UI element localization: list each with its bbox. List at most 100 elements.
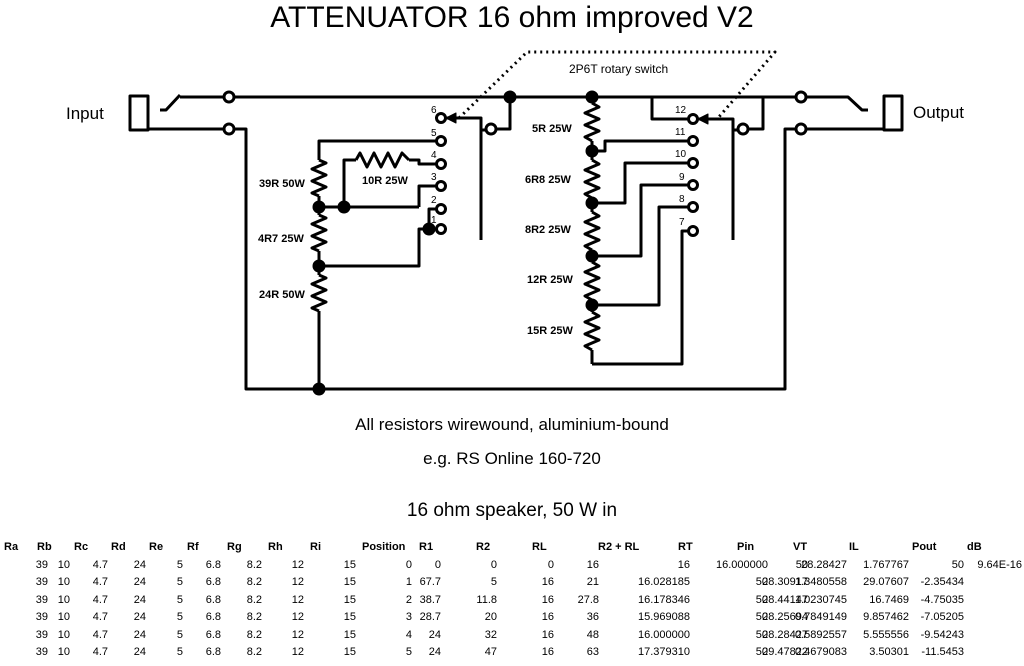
table-cell: 12 xyxy=(291,628,304,641)
table-header-cell: Ra xyxy=(4,541,19,553)
right-resistor-ladder xyxy=(583,90,688,366)
table-cell: 28.44147 xyxy=(762,593,808,606)
table-cell: 16 xyxy=(541,576,554,588)
resistor-label: 15R 25W xyxy=(527,325,573,337)
table-cell: 15 xyxy=(343,593,356,606)
left-resistor-network xyxy=(310,139,436,389)
table-cell: 39 xyxy=(35,558,48,571)
table-cell: 50 xyxy=(755,593,768,606)
table-cell: 6.8 xyxy=(205,646,221,658)
table-header-cell: Rg xyxy=(227,541,242,553)
table-cell: 11.8 xyxy=(476,593,497,606)
output-label: Output xyxy=(913,103,964,122)
table-header-cell: RT xyxy=(678,541,693,553)
table-cell: 12 xyxy=(291,611,304,623)
table-header-cell: Pin xyxy=(737,541,755,553)
table-cell: 48 xyxy=(586,628,599,641)
table-cell: 67.7 xyxy=(419,576,441,588)
table-cell: 15 xyxy=(343,576,356,588)
resistor-label: 6R8 25W xyxy=(525,174,571,186)
table-cell: 5 xyxy=(176,576,183,588)
table-cell: 16.000000 xyxy=(716,558,768,571)
table-header-cell: Rb xyxy=(37,541,52,553)
output-jack xyxy=(882,94,904,132)
table-cell: -2.35434 xyxy=(920,576,964,588)
table-cell: 63 xyxy=(586,646,599,658)
resistor-label: 10R 25W xyxy=(362,175,408,187)
table-cell: 10 xyxy=(57,576,70,588)
table-cell: 0.7849149 xyxy=(795,611,847,623)
resistor-label: 39R 50W xyxy=(259,178,305,190)
table-cell: 6.8 xyxy=(205,593,221,606)
table-cell: 16.7469 xyxy=(869,593,909,606)
table-header-cell: IL xyxy=(849,541,859,553)
table-cell: 29.47822 xyxy=(762,646,808,658)
input-jack-tip xyxy=(160,93,182,112)
table-cell: 24 xyxy=(428,628,441,641)
table-cell: 28.30917 xyxy=(762,576,808,588)
table-cell: 4.7 xyxy=(92,593,108,606)
table-cell: 24 xyxy=(133,576,146,588)
attenuator-schematic: Input Output 2P6T rotary switch 6 5 4 3 … xyxy=(66,50,964,396)
ground-return xyxy=(234,127,796,391)
table-cell: 8.2 xyxy=(246,558,262,571)
table-cell: -7.05205 xyxy=(920,611,964,623)
table-cell: 28.7 xyxy=(419,611,441,623)
resistor-label: 5R 25W xyxy=(532,123,572,135)
table-cell: 16 xyxy=(541,611,554,623)
left-position-label: 5 xyxy=(431,128,437,139)
table-header-cell: Re xyxy=(149,541,164,553)
table-cell: 15 xyxy=(343,558,356,571)
table-cell: 10 xyxy=(57,628,70,641)
table-cell: 17.379310 xyxy=(638,646,690,658)
right-position-label: 7 xyxy=(679,217,685,228)
table-cell: 27.8 xyxy=(577,593,599,606)
table-cell: 5.555556 xyxy=(863,628,909,641)
table-cell: 4 xyxy=(405,628,412,641)
table-cell: 24 xyxy=(133,558,146,571)
right-position-label: 10 xyxy=(675,149,687,160)
table-cell: 24 xyxy=(133,628,146,641)
note-construction: All resistors wirewound, aluminium-bound xyxy=(355,415,669,434)
table-header-cell: R1 xyxy=(419,541,434,553)
table-cell: 6.8 xyxy=(205,611,221,623)
table-cell: 10 xyxy=(57,593,70,606)
table-cell: 50 xyxy=(755,611,768,623)
right-position-label: 9 xyxy=(679,172,685,183)
table-cell: 5 xyxy=(176,593,183,606)
table-cell: 16 xyxy=(541,646,554,658)
table-header-cell: Ri xyxy=(310,541,321,553)
left-position-label: 2 xyxy=(431,195,437,206)
table-header-cell: RL xyxy=(532,541,547,553)
table-cell: 39 xyxy=(35,593,48,606)
table-cell: 9.857462 xyxy=(863,611,909,623)
switch-label: 2P6T rotary switch xyxy=(569,62,668,76)
left-position-label: 6 xyxy=(431,105,437,116)
table-cell: 8.2 xyxy=(246,646,262,658)
table-cell: 2 xyxy=(405,593,412,606)
table-cell: 9.64E-16 xyxy=(977,558,1022,571)
table-cell: 24 xyxy=(133,611,146,623)
left-position-label: 1 xyxy=(431,215,437,226)
input-label: Input xyxy=(66,104,104,123)
table-header-cell: R2 + RL xyxy=(598,541,640,553)
table-cell: 0 xyxy=(405,558,412,571)
table-cell: 39 xyxy=(35,628,48,641)
table-cell: 0 xyxy=(490,558,497,571)
table-cell: 4.7 xyxy=(92,558,108,571)
table-cell: 1.0230745 xyxy=(795,593,847,606)
table-cell: 16.178346 xyxy=(638,593,690,606)
table-cell: 16 xyxy=(541,628,554,641)
table-cell: 10 xyxy=(57,646,70,658)
table-cell: 12 xyxy=(291,646,304,658)
table-cell: 50 xyxy=(755,576,768,588)
table-title: 16 ohm speaker, 50 W in xyxy=(406,500,618,521)
table-cell: 36 xyxy=(586,611,599,623)
table-cell: 1.3480558 xyxy=(795,576,847,588)
table-cell: 16 xyxy=(586,558,599,571)
